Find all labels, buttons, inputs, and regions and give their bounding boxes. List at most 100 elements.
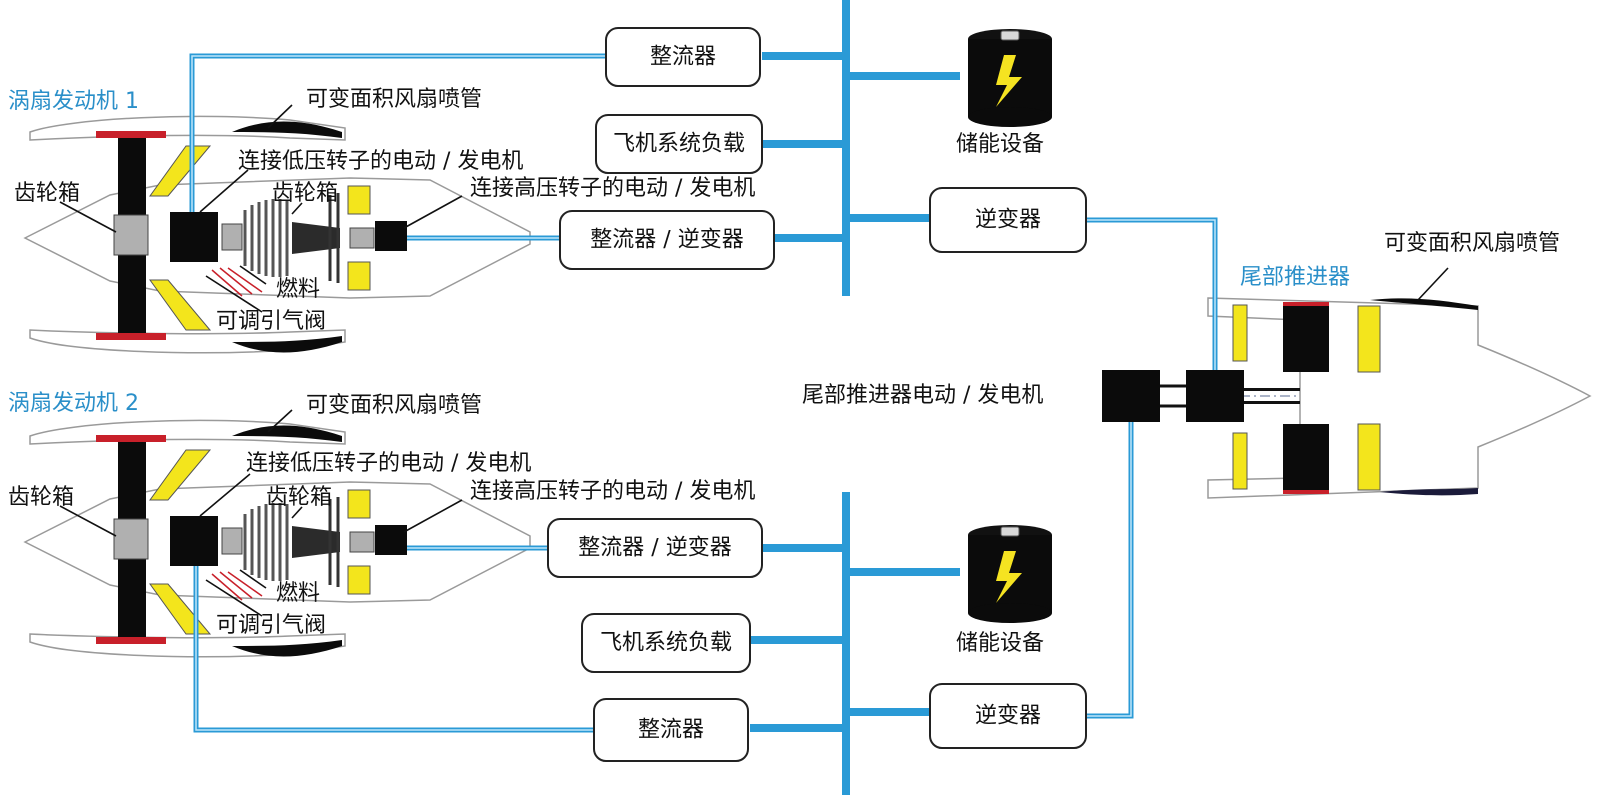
tail-motor-generator [1186,370,1244,422]
engine2-fuel-label: 燃料 [276,581,320,606]
fuel-lines [211,571,263,601]
engine1-fuel-label: 燃料 [276,277,320,302]
turbine-stages [328,497,340,587]
tail-outlet-upper [1357,305,1381,373]
engine2-nozzle-label: 可变面积风扇喷管 [306,393,482,418]
gearbox [113,214,149,256]
stator-upper [149,145,212,197]
upper-rectifier-inverter-box [559,210,775,270]
variable-nozzle-upper [232,425,342,442]
fan-tip-lower [96,333,166,340]
battery-icon-upper [967,28,1053,128]
upper-rectifier-box [605,27,761,87]
engine2-gearbox-label: 齿轮箱 [8,485,74,510]
tail-shaft [1240,388,1300,391]
lp-motor-generator [170,516,218,566]
tail-fan-tip-lower [1283,490,1329,494]
tail-fan-tip-upper [1283,302,1329,306]
upper-rectifier-inverter-label: 整流器 / 逆变器 [590,228,743,253]
fuel-lines [211,267,263,297]
upper-inverter-box [929,187,1087,253]
tail-motor-generator [1102,370,1160,422]
power-wiring [189,0,1218,795]
engine2-bleed-label: 可调引气阀 [216,613,326,638]
tail-nozzle-leader [1417,267,1449,301]
hp-stage-lower [347,261,371,291]
fuel-leader [239,569,267,589]
turbofan-engine-2 [23,409,531,658]
upper-storage-label: 储能设备 [956,132,1044,157]
tail-propulsor [1207,267,1592,499]
bleed-leader [205,275,263,313]
engine1-core-gearbox-label: 齿轮箱 [272,181,338,206]
lower-inverter-label: 逆变器 [975,704,1041,729]
lower-rectifier-inverter-label: 整流器 / 逆变器 [578,536,731,561]
hp-motor-generator [375,525,407,555]
hp-motor-generator [375,221,407,251]
combustor [292,526,340,558]
tail-fan-lower [1283,424,1329,490]
lp-motor-generator [170,212,218,262]
shaft-coupling [221,223,243,251]
hp-shaft [349,227,375,249]
upper-inverter-label: 逆变器 [975,208,1041,233]
engine2-title: 涡扇发动机 2 [8,391,139,416]
engine1-gearbox-label: 齿轮箱 [14,181,80,206]
core-gearbox-leader [291,202,303,215]
upper-rectifier-label: 整流器 [650,45,716,70]
upper-load-box [595,114,763,174]
tail-title: 尾部推进器 [1240,265,1350,290]
tail-shaft [1240,401,1300,404]
engine1-hp-motor-label: 连接高压转子的电动 / 发电机 [470,176,755,201]
tail-fan-upper [1283,306,1329,372]
lower-rectifier-label: 整流器 [638,718,704,743]
variable-nozzle-lower [232,640,342,657]
nozzle-leader [267,409,293,433]
lp-motor-leader [199,473,251,517]
hp-motor-leader [403,195,463,229]
lower-inverter-box [929,683,1087,749]
variable-nozzle-upper [232,121,342,138]
core-body [23,481,531,603]
engine2-core-gearbox-label: 齿轮箱 [266,485,332,510]
gearbox-leader [59,201,117,233]
shaft-coupling [221,527,243,555]
nozzle-leader [267,104,293,129]
inverter-to-tail-lower [1086,422,1134,719]
turbofan-engine-1 [23,104,531,354]
engine2-hp-motor-label: 连接高压转子的电动 / 发电机 [470,479,755,504]
hp-motor-leader [403,499,463,533]
tail-nacelle [1207,297,1592,499]
tail-nozzle-label: 可变面积风扇喷管 [1384,231,1560,256]
engine1-nozzle-label: 可变面积风扇喷管 [306,87,482,112]
engine1-title: 涡扇发动机 1 [8,89,139,114]
turbine-stages [328,193,340,283]
lp-motor-leader [199,169,249,213]
gearbox [113,518,149,560]
lower-load-label: 飞机系统负载 [600,631,732,656]
compressor-stages [243,199,289,277]
lower-rectifier-inverter-box [547,518,763,578]
tail-nozzle-lower [1380,488,1478,496]
fan-tip-upper [96,131,166,138]
tail-outlet-lower [1357,423,1381,491]
core-gearbox-leader [291,506,303,519]
hp-stage-upper [347,489,371,519]
stator-upper [149,449,212,501]
hp-stage-upper [347,185,371,215]
lower-rectifier-box [593,698,749,762]
combustor [292,222,340,254]
inverter-to-tail-upper [1086,217,1218,370]
variable-nozzle-lower [232,336,342,353]
fuel-leader [239,265,267,285]
gearbox-leader [59,505,117,537]
tail-stator-lower [1232,432,1248,490]
lower-load-box [581,613,751,673]
hp-stage-lower [347,565,371,595]
battery-icon-lower [967,524,1053,624]
engine1-lp-motor-label: 连接低压转子的电动 / 发电机 [238,149,523,174]
engine2-lp-motor-label: 连接低压转子的电动 / 发电机 [246,451,531,476]
upper-load-label: 飞机系统负载 [613,132,745,157]
fan-tip-upper [96,435,166,442]
